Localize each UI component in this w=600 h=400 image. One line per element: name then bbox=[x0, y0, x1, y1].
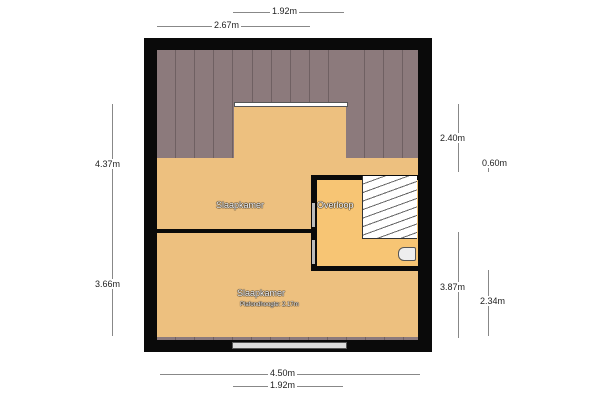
dim-left-upper: 4.37m bbox=[93, 159, 123, 169]
dormer-window bbox=[234, 102, 348, 107]
dim-line-left bbox=[112, 104, 113, 336]
dim-right-lower: 3.87m bbox=[438, 282, 468, 292]
roof-slope-top-center bbox=[234, 50, 346, 104]
roof-slope-bottom bbox=[157, 337, 418, 340]
dim-right-small: 0.60m bbox=[480, 158, 510, 168]
door-upper[interactable] bbox=[312, 203, 315, 227]
dim-right-lower-inner: 2.34m bbox=[478, 296, 508, 306]
staircase bbox=[362, 176, 417, 239]
interior-wall bbox=[157, 229, 315, 233]
room-label-bedroom-lower: Slaapkamer bbox=[237, 288, 286, 298]
toilet-icon bbox=[398, 247, 416, 261]
dim-bottom-outer: 4.50m bbox=[268, 368, 298, 378]
dim-top-inner: 1.92m bbox=[270, 6, 300, 16]
room-label-landing: Overloop bbox=[317, 200, 354, 210]
room-label-bedroom-upper: Slaapkamer bbox=[216, 200, 265, 210]
dim-bottom-inner: 1.92m bbox=[268, 380, 298, 390]
roof-slope-top-left bbox=[157, 50, 234, 158]
dim-right-upper: 2.40m bbox=[438, 133, 468, 143]
door-lower[interactable] bbox=[312, 240, 315, 264]
roof-slope-top-right bbox=[346, 50, 418, 158]
bottom-window bbox=[232, 342, 347, 349]
ceiling-height-label: Plafondhoogte: 2.17m bbox=[240, 302, 299, 308]
dim-top-outer: 2.67m bbox=[212, 20, 242, 30]
dim-left-lower: 3.66m bbox=[93, 279, 123, 289]
